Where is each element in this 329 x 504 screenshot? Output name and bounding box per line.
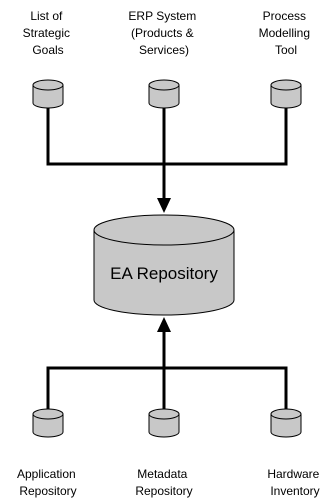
top-label-strategic-goals: List of Strategic Goals <box>23 9 74 57</box>
top-label-erp-system: ERP System (Products & Services) <box>128 9 199 57</box>
top-connector <box>46 108 288 213</box>
ea-repository-cylinder <box>93 214 235 316</box>
arrow-down-icon <box>157 198 171 213</box>
bottom-connector <box>46 317 288 414</box>
db-cylinder-application-repository <box>32 408 64 438</box>
db-cylinder-erp-system <box>148 79 180 109</box>
db-cylinder-hardware-inventory <box>270 408 302 438</box>
db-cylinder-strategic-goals <box>32 79 64 109</box>
arrow-up-icon <box>157 317 171 332</box>
bottom-label-application-repository: Application Repository <box>17 467 79 498</box>
bottom-label-metadata-repository: Metadata Repository <box>135 467 192 498</box>
bottom-label-hardware-inventory: Hardware Inventory <box>267 467 322 498</box>
ea-repository-label: EA Repository <box>110 264 218 283</box>
db-cylinder-process-tool <box>270 79 302 109</box>
top-label-process-tool: Process Modelling Tool <box>259 9 314 57</box>
db-cylinder-metadata-repository <box>148 408 180 438</box>
